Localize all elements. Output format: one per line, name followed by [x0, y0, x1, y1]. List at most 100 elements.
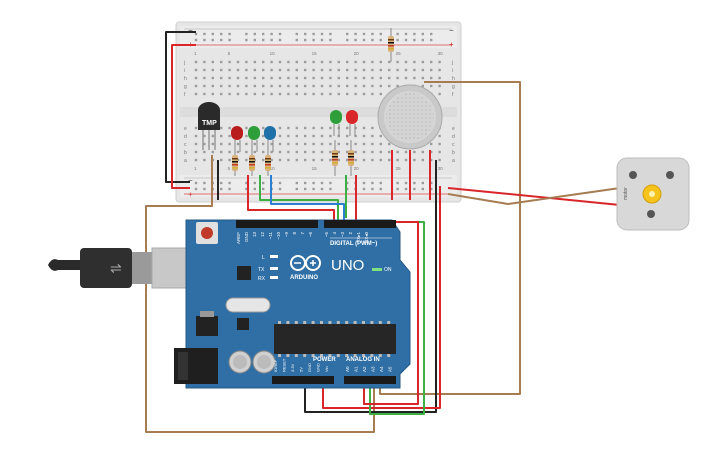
wire-red-motor	[447, 187, 621, 206]
wire-brown-tmp	[145, 155, 375, 433]
digital-pin-label: TX▸1	[356, 232, 361, 243]
led-l-label: L	[262, 255, 265, 261]
analog-label: ANALOG IN	[346, 357, 380, 363]
led-red-2	[346, 110, 358, 136]
digital-pin-label: ~10	[276, 232, 281, 240]
row-letter: e	[452, 126, 455, 132]
row-letter: d	[184, 134, 187, 140]
power-label: POWER	[313, 357, 336, 363]
digital-pin-label: RX◂0	[364, 232, 369, 244]
analog-pin-label: A3	[371, 366, 376, 372]
row-letter: b	[452, 150, 455, 156]
wire-red-led1	[247, 175, 335, 222]
resistor	[232, 155, 238, 171]
rail-plus-label-bottom: +	[188, 190, 193, 199]
temperature-sensor-label: TMP	[202, 120, 217, 127]
row-letter: a	[452, 158, 455, 164]
column-number: 25	[396, 166, 402, 171]
row-letter: g	[184, 84, 187, 90]
digital-pin-label: 7	[300, 232, 305, 235]
analog-pin-label: A4	[379, 366, 384, 372]
center-channel	[180, 107, 457, 117]
rail-minus-label-top-right: −	[449, 26, 454, 35]
row-letter: a	[184, 158, 187, 164]
rail-minus-label-top: −	[188, 26, 193, 35]
row-letter: d	[452, 134, 455, 140]
wires	[145, 31, 621, 433]
power-pin-label: GND	[307, 363, 312, 372]
row-letter: f	[452, 92, 454, 98]
power-pin-label: Vin	[324, 366, 329, 372]
wire-blue-led	[270, 175, 345, 222]
row-letter: e	[184, 126, 187, 132]
row-letter: b	[184, 150, 187, 156]
resistor	[265, 155, 271, 171]
wire-red-left-rail	[171, 44, 196, 189]
power-pin-label: 3.3V	[290, 363, 295, 372]
bottom-power-rail	[180, 175, 457, 197]
column-number: 1	[194, 166, 197, 171]
resistors	[232, 28, 394, 176]
arduino-model: UNO	[331, 257, 364, 274]
column-number: 30	[438, 51, 444, 56]
column-number: 25	[396, 51, 402, 56]
led-blue	[264, 126, 276, 152]
power-header	[272, 376, 334, 384]
column-number: 5	[228, 166, 231, 171]
row-letter: i	[452, 68, 453, 74]
rail-plus-label-top-right: +	[449, 40, 454, 49]
row-letter: i	[184, 68, 185, 74]
digital-pin-label: 13	[252, 232, 257, 238]
wire-black-left-rail	[165, 31, 196, 183]
resistor	[388, 36, 394, 52]
column-number: 1	[194, 51, 197, 56]
analog-pin-label: A0	[345, 366, 350, 372]
led-tx-label: TX	[258, 267, 265, 273]
gas-sensor	[377, 84, 443, 150]
column-number: 5	[228, 51, 231, 56]
rail-minus-label-bottom: −	[188, 176, 193, 185]
power-pin-label: GND	[316, 363, 321, 372]
digital-pin-label: 2	[348, 232, 353, 235]
digital-pin-label: 12	[260, 232, 265, 238]
row-letter: g	[452, 84, 455, 90]
column-number: 10	[270, 51, 276, 56]
digital-header-right	[324, 220, 396, 228]
top-power-rail	[180, 26, 457, 48]
digital-pin-label: GND	[244, 231, 249, 242]
wire-red-analog	[360, 221, 419, 405]
temperature-sensor: TMP	[198, 102, 220, 150]
digital-header-left	[236, 220, 318, 228]
analog-pin-label: A1	[354, 366, 359, 372]
wire-brown-motor	[447, 187, 621, 205]
resistor	[332, 150, 338, 166]
wire-green-led1	[259, 175, 339, 222]
led-green-2	[330, 110, 342, 136]
digital-pin-label: ~3	[340, 232, 345, 238]
row-letter: h	[184, 76, 187, 82]
row-letter: f	[184, 92, 186, 98]
row-letter: c	[184, 142, 187, 148]
wire-red-5v	[322, 186, 441, 409]
top-rail-holes	[194, 32, 433, 42]
led-rx-label: RX	[258, 276, 266, 282]
resistor	[348, 150, 354, 166]
row-letter: c	[452, 142, 455, 148]
usb-icon: ⇌	[110, 260, 122, 276]
resistor	[249, 155, 255, 171]
on-label: ON	[384, 267, 392, 273]
digital-pin-label: ~11	[268, 232, 273, 240]
analog-pin-label: A2	[362, 366, 367, 372]
column-number: 20	[354, 166, 360, 171]
arduino-brand: ARDUINO	[290, 275, 318, 281]
column-number: 15	[312, 166, 318, 171]
column-number: 30	[438, 166, 444, 171]
column-number: 15	[312, 51, 318, 56]
